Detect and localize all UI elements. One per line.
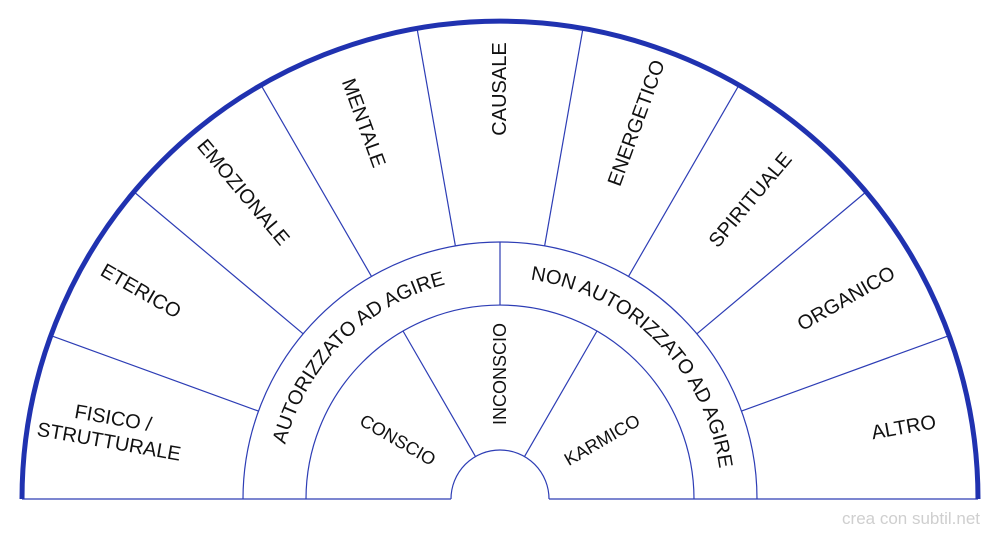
outer-divider bbox=[50, 334, 259, 412]
outer-divider bbox=[133, 191, 304, 335]
middle-label-2: NON AUTORIZZATO AD AGIRE bbox=[530, 263, 737, 470]
inner-label-2: INCONSCIO bbox=[490, 323, 510, 425]
outer-divider bbox=[696, 191, 867, 335]
outer-label-7: SPIRITUALE bbox=[705, 148, 797, 252]
inner-divider bbox=[523, 330, 598, 457]
outer-divider bbox=[416, 28, 456, 247]
outer-label-3: EMOZIONALE bbox=[192, 135, 293, 250]
outer-divider bbox=[544, 28, 584, 247]
outer-label-1: FISICO /STRUTTURALE bbox=[35, 395, 186, 466]
inner-ring-arc bbox=[305, 304, 695, 500]
chart-lines bbox=[19, 18, 981, 500]
outer-label-8: ORGANICO bbox=[794, 262, 899, 336]
outer-label-2: ETERICO bbox=[97, 260, 185, 324]
outer-label-5: CAUSALE bbox=[489, 42, 511, 135]
outer-label-9: ALTRO bbox=[870, 411, 938, 444]
outer-arc bbox=[19, 18, 981, 500]
outer-divider bbox=[741, 334, 950, 412]
inner-label-1: CONSCIO bbox=[356, 410, 439, 469]
inner-divider bbox=[402, 330, 477, 457]
outer-divider bbox=[627, 84, 740, 277]
outer-label-6: ENERGETICO bbox=[604, 57, 670, 189]
watermark: crea con subtil.net bbox=[842, 509, 980, 528]
hub-arc bbox=[450, 449, 550, 500]
inner-label-3: KARMICO bbox=[561, 410, 644, 469]
outer-label-4: MENTALE bbox=[337, 76, 389, 171]
inner-sector-labels: CONSCIO INCONSCIO KARMICO bbox=[356, 323, 643, 470]
outer-divider bbox=[260, 84, 373, 277]
middle-label-1: AUTORIZZATO AD AGIRE bbox=[269, 268, 447, 446]
